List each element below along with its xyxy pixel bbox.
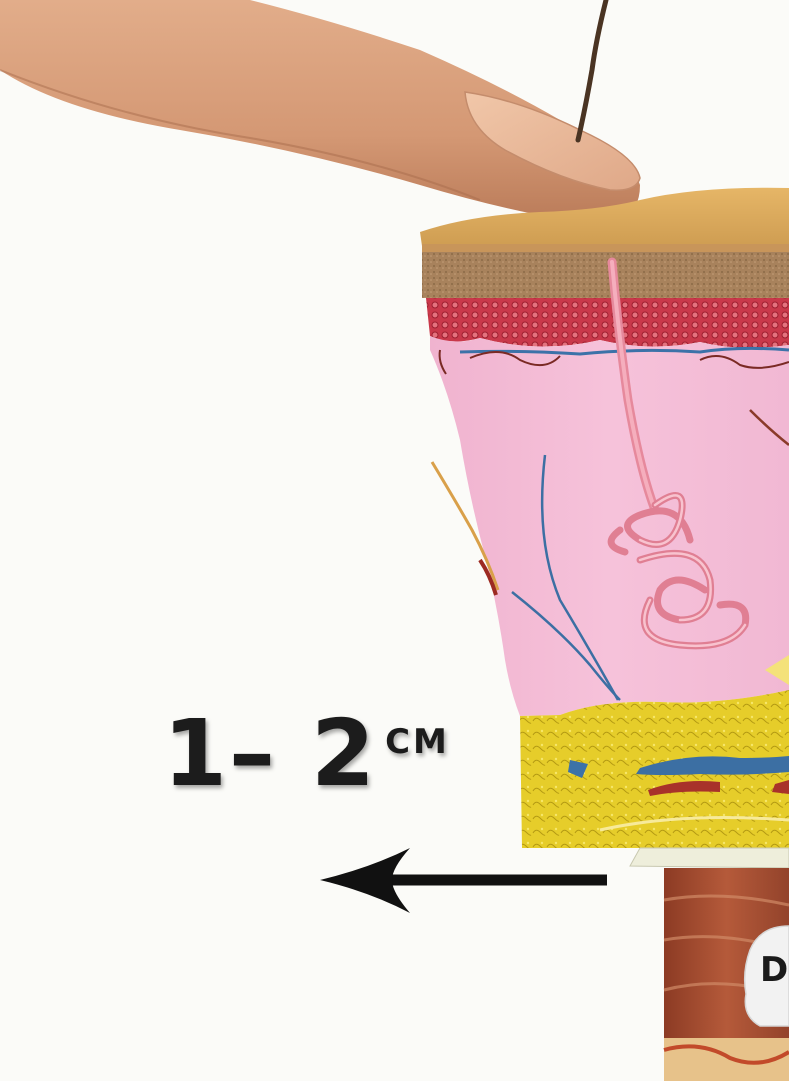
- arrow-left-icon: [320, 848, 607, 913]
- fascia-layer: [630, 848, 789, 868]
- measurement-value: 1– 2: [163, 700, 377, 807]
- hair-icon: [578, 0, 606, 140]
- badge-letter: D: [760, 950, 788, 990]
- finger-icon: [0, 0, 640, 225]
- measurement-unit: CM: [385, 722, 450, 762]
